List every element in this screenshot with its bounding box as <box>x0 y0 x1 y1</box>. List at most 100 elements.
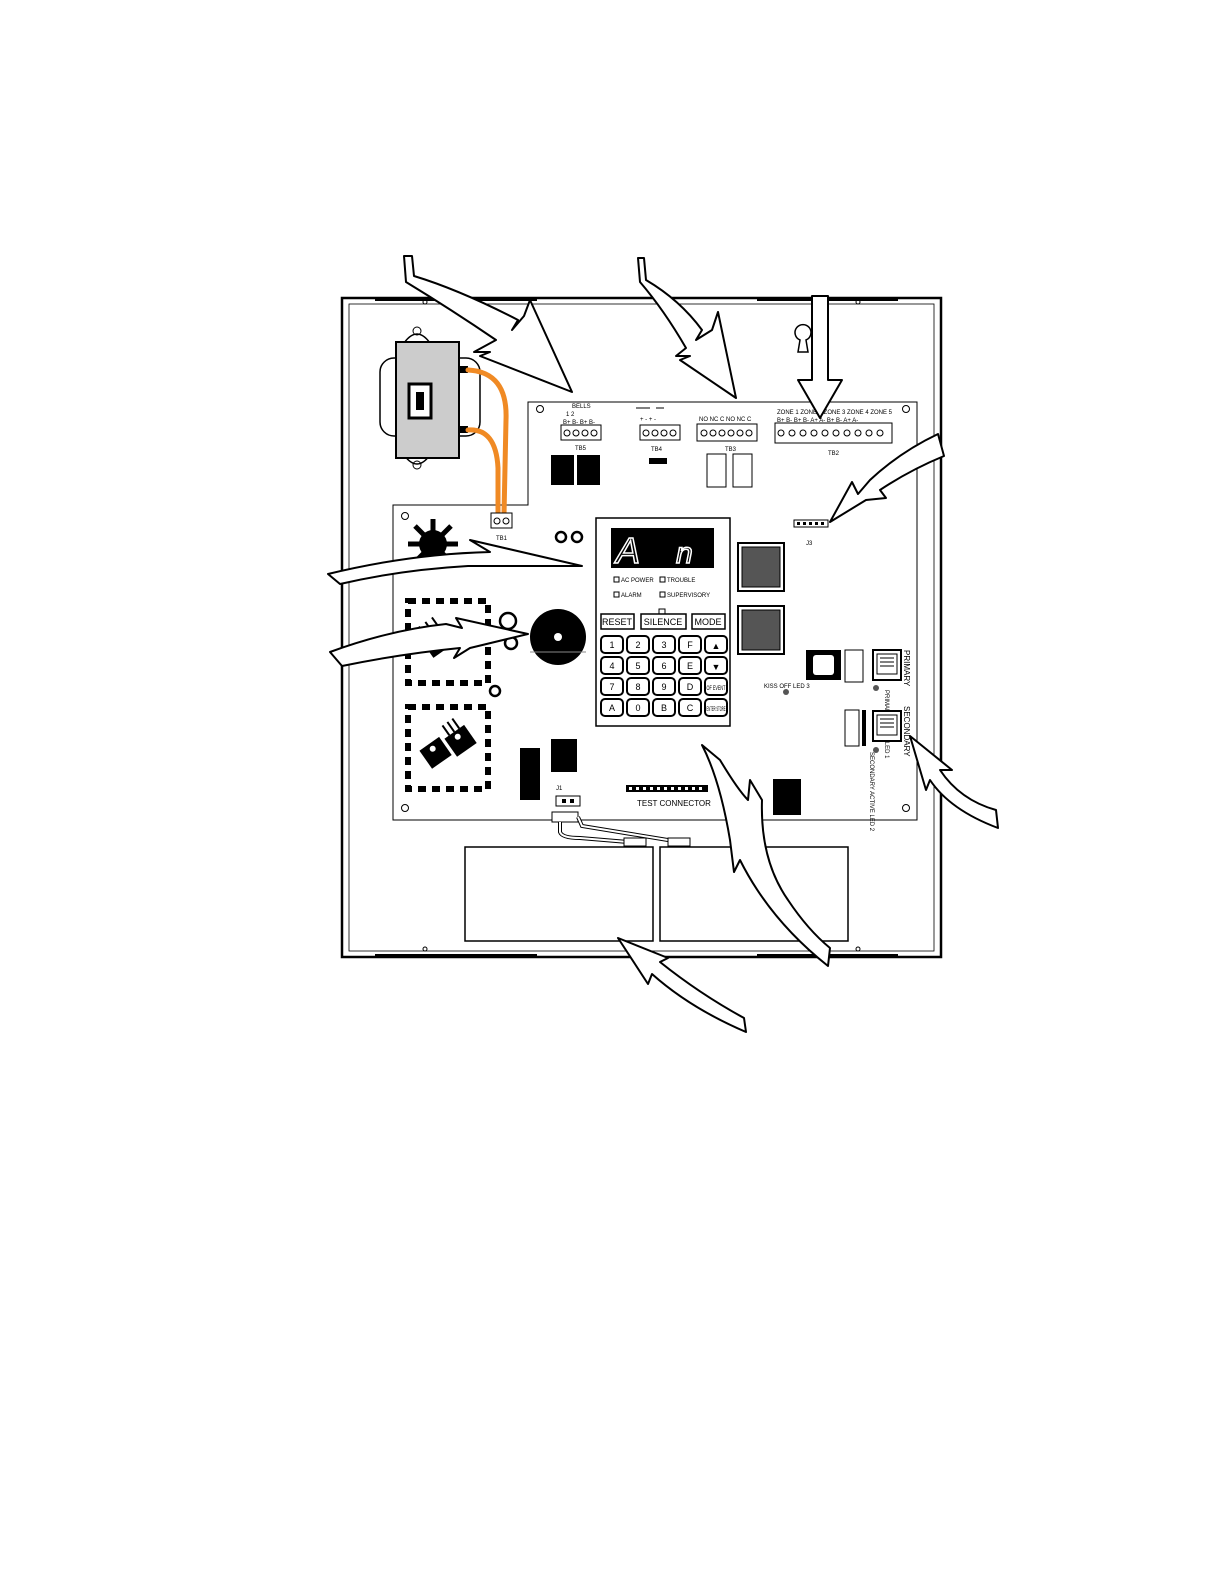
tb5-pins: B+ B- B+ B- <box>563 420 595 426</box>
key-5-label: 5 <box>635 661 640 671</box>
key-c[interactable]: C <box>678 698 702 717</box>
callout-arrows <box>327 255 999 1033</box>
batteries <box>464 846 849 942</box>
tb3-pins: NO NC C NO NC C <box>699 417 752 423</box>
j1-label: J1 <box>556 786 563 792</box>
key-2-label: 2 <box>635 640 640 650</box>
key-3[interactable]: 3 <box>652 635 676 654</box>
supervisory-led <box>659 591 666 598</box>
key-6[interactable]: 6 <box>652 656 676 675</box>
secondary-label: SECONDARY <box>902 706 911 757</box>
tb4-terminal: + - + - TB4 <box>636 407 681 464</box>
key-6-label: 6 <box>661 661 666 671</box>
silence-key-label: SILENCE <box>644 617 683 627</box>
led-supervisory-label: SUPERVISORY <box>667 593 710 599</box>
keypad: 1 2 3 F ▲ 4 5 6 E ▼ 7 8 9 D OF EVENT A 0… <box>600 635 728 717</box>
circuit-board <box>392 401 918 821</box>
key-3-label: 3 <box>661 640 666 650</box>
kiss-off-label: KISS OFF LED 3 <box>764 684 810 690</box>
tb4-label: TB4 <box>651 447 663 453</box>
ac-power-led <box>613 576 620 583</box>
key-2[interactable]: 2 <box>626 635 650 654</box>
tb1-terminal: TB1 <box>490 512 513 542</box>
key-of-event-label: OF EVENT <box>707 686 726 692</box>
transformer-wires <box>465 367 509 518</box>
key-b-label: B <box>661 703 667 713</box>
key-1-label: 1 <box>609 640 614 650</box>
key-0-label: 0 <box>635 703 640 713</box>
key-e-label: E <box>687 661 693 671</box>
kiss-off-led: KISS OFF LED 3 <box>764 684 810 695</box>
primary-label: PRIMARY <box>902 650 911 687</box>
key-4[interactable]: 4 <box>600 656 624 675</box>
key-up[interactable]: ▲ <box>704 635 728 654</box>
key-down[interactable]: ▼ <box>704 656 728 675</box>
key-f-label: F <box>687 640 693 650</box>
callout-arrow-secondary <box>909 735 999 829</box>
tb3-label: TB3 <box>725 447 737 453</box>
callout-arrow-tb3 <box>637 257 737 399</box>
key-c-label: C <box>687 703 694 713</box>
secondary-phone-jack: SECONDARY SECONDARY ACTIVE LED 2 <box>868 706 911 832</box>
j1-header: J1 <box>551 786 691 847</box>
display-char-1: A <box>614 530 640 571</box>
display-char-2: n <box>676 537 693 570</box>
microprocessor-chips <box>737 542 785 655</box>
key-9-label: 9 <box>661 682 666 692</box>
mode-key[interactable]: MODE <box>691 613 726 630</box>
tb5-label: TB5 <box>575 446 587 452</box>
tb2-label: TB2 <box>828 451 840 457</box>
led-alarm-label: ALARM <box>621 593 642 599</box>
key-4-label: 4 <box>609 661 614 671</box>
alarm-led <box>613 591 620 598</box>
reset-key[interactable]: RESET <box>600 613 635 630</box>
tb3-terminal: NO NC C NO NC C TB3 <box>696 417 758 488</box>
callout-arrow-batteries <box>617 937 747 1033</box>
key-enter-store[interactable]: ENTER STORE <box>704 698 728 717</box>
callout-arrow-tb2 <box>797 295 843 419</box>
tb1-label: TB1 <box>496 536 508 542</box>
key-8-label: 8 <box>635 682 640 692</box>
key-a[interactable]: A <box>600 698 624 717</box>
secondary-led-label: SECONDARY ACTIVE LED 2 <box>868 752 874 832</box>
keyhole-icon <box>794 323 812 353</box>
relay-components <box>806 649 866 747</box>
power-components <box>520 739 801 815</box>
callout-arrow-test-connector <box>701 744 831 967</box>
j3-label: J3 <box>806 541 813 547</box>
key-f[interactable]: F <box>678 635 702 654</box>
led-trouble-label: TROUBLE <box>667 578 695 584</box>
key-b[interactable]: B <box>652 698 676 717</box>
tb5-nums: 1 2 <box>566 412 575 418</box>
key-a-label: A <box>609 703 615 713</box>
key-7[interactable]: 7 <box>600 677 624 696</box>
buzzer <box>530 609 586 665</box>
callout-arrow-tb5 <box>403 255 573 393</box>
mode-key-label: MODE <box>695 617 722 627</box>
up-arrow-icon: ▲ <box>712 641 721 651</box>
key-7-label: 7 <box>609 682 614 692</box>
led-ac-power-label: AC POWER <box>621 578 654 584</box>
silence-key[interactable]: SILENCE <box>640 613 687 630</box>
tb2-pins: B+ B- B+ B- A+ A- B+ B- A+ A- <box>777 418 858 424</box>
tb5-terminal: BELLS 1 2 B+ B- B+ B- TB5 <box>551 404 602 485</box>
key-9[interactable]: 9 <box>652 677 676 696</box>
callout-arrow-display <box>327 539 583 585</box>
key-1[interactable]: 1 <box>600 635 624 654</box>
tb2-title: ZONE 1 ZONE 2 ZONE 3 ZONE 4 ZONE 5 <box>777 410 893 416</box>
key-8[interactable]: 8 <box>626 677 650 696</box>
key-of-event[interactable]: OF EVENT <box>704 677 728 696</box>
reset-key-label: RESET <box>602 617 633 627</box>
seven-segment-display <box>611 528 714 568</box>
tb2-terminal: ZONE 1 ZONE 2 ZONE 3 ZONE 4 ZONE 5 B+ B-… <box>774 410 893 457</box>
callout-arrow-buzzer <box>329 617 529 667</box>
key-e[interactable]: E <box>678 656 702 675</box>
test-connector: TEST CONNECTOR <box>626 785 711 808</box>
tb5-title: BELLS <box>572 404 591 410</box>
key-5[interactable]: 5 <box>626 656 650 675</box>
key-0[interactable]: 0 <box>626 698 650 717</box>
down-arrow-icon: ▼ <box>712 662 721 672</box>
key-d[interactable]: D <box>678 677 702 696</box>
tb4-pins: + - + - <box>640 417 656 423</box>
